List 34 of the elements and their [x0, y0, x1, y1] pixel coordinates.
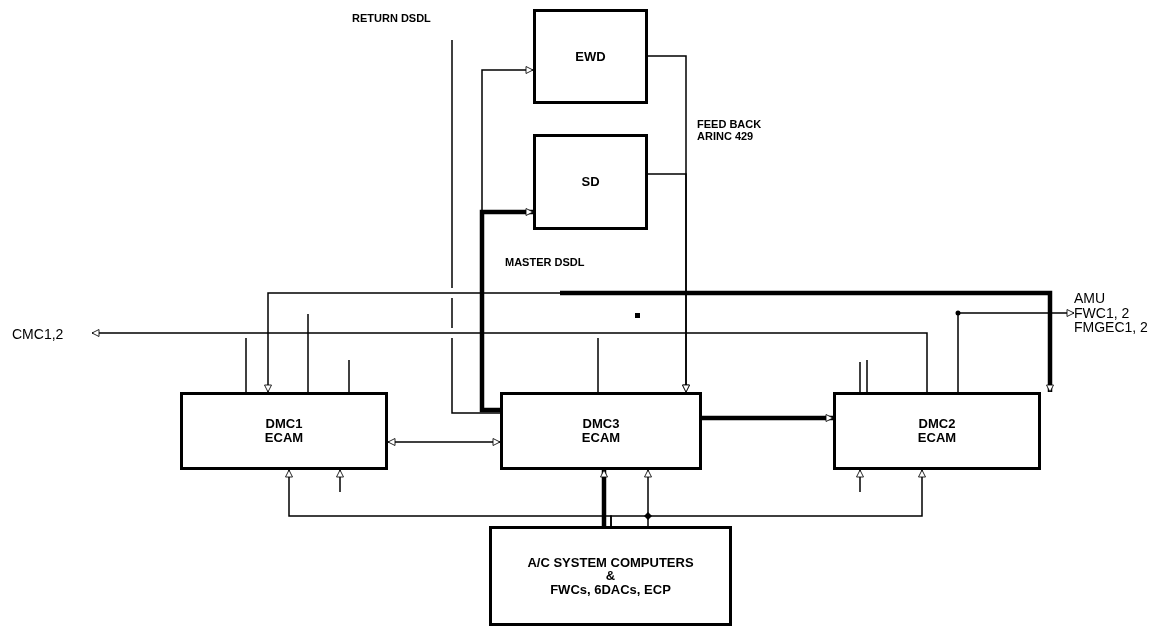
arrow — [264, 292, 561, 393]
block-box — [533, 134, 648, 230]
block-label: FWC1, 2 — [1074, 305, 1130, 321]
arrow — [610, 469, 926, 527]
arrow — [600, 469, 608, 526]
block-label: A/C SYSTEM COMPUTERS — [527, 555, 694, 570]
arrow — [702, 414, 834, 422]
block-box — [180, 392, 388, 470]
arrow — [856, 469, 864, 493]
block-box — [489, 526, 732, 626]
signal-label: MASTER DSDL — [505, 256, 586, 269]
block-label: FWCs, 6DACs, ECP — [550, 582, 671, 597]
arrow — [479, 208, 534, 413]
block-box — [500, 392, 702, 470]
signal-label: RETURN DSDL — [352, 12, 432, 25]
signal-label: FEED BACK ARINC 429 — [697, 118, 763, 143]
block-label: AMU — [1074, 290, 1106, 306]
arrow — [647, 173, 690, 393]
block-box — [533, 9, 648, 104]
block-box — [833, 392, 1041, 470]
arrow — [91, 329, 928, 393]
block-label: DMC2 ECAM — [916, 417, 958, 445]
block-label: & — [605, 569, 616, 583]
arrow — [336, 469, 344, 493]
block-label: DMC1 ECAM — [263, 417, 305, 445]
block-label: EWD — [575, 49, 606, 64]
arrow — [387, 438, 501, 446]
block-label: FMGEC1, 2 — [1074, 320, 1148, 336]
block-label: CMC1,2 — [12, 326, 64, 342]
arrow — [957, 309, 1075, 393]
block-label: DMC3 ECAM — [580, 417, 622, 445]
arrow — [560, 290, 1054, 393]
arrow — [644, 469, 652, 527]
block-label: SD — [581, 175, 600, 189]
